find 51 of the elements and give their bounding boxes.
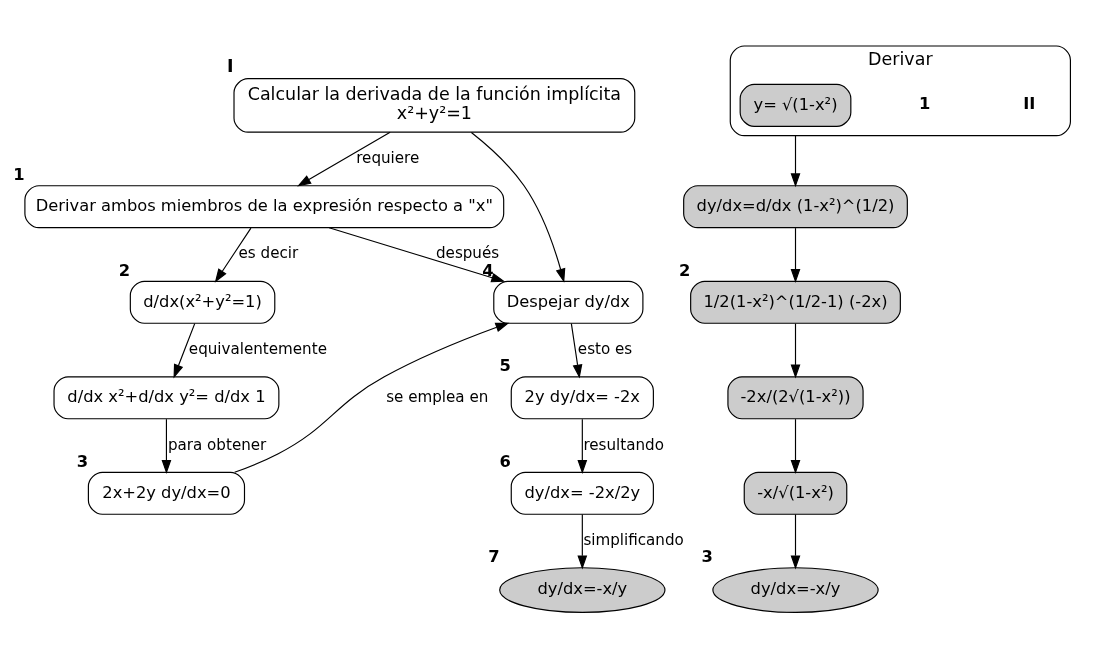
node-box: 2x+2y dy/dx=0 bbox=[87, 471, 246, 515]
node-box: d/dx x²+d/dx y²= d/dx 1 bbox=[53, 375, 280, 419]
node-label: 2 bbox=[118, 260, 131, 280]
edge-label: equivalentemente bbox=[188, 339, 327, 358]
node-box: d/dx(x²+y²=1) bbox=[129, 280, 276, 324]
node-box: Derivar ambos miembros de la expresión respecto a "x" bbox=[24, 184, 505, 228]
node-box: dy/dx=d/dx (1-x²)^(1/2) bbox=[683, 184, 908, 228]
node-label: 6 bbox=[499, 451, 511, 471]
node-box: Calcular la derivada de la función implícita x²+y²=1 bbox=[233, 77, 636, 133]
edge-label: para obtener bbox=[167, 435, 267, 454]
node-label: 5 bbox=[499, 355, 511, 375]
node-label: 4 bbox=[482, 260, 494, 280]
edge-label: simplificando bbox=[583, 530, 684, 549]
node-label: 1 bbox=[13, 164, 25, 184]
arrow bbox=[570, 322, 583, 378]
edge-label: es decir bbox=[238, 243, 299, 262]
edge-label: después bbox=[435, 243, 500, 262]
arrow bbox=[790, 322, 801, 378]
edge-label: resultando bbox=[583, 435, 664, 454]
arrow bbox=[173, 322, 196, 378]
node-label: II bbox=[1023, 93, 1036, 113]
arrow bbox=[470, 131, 566, 283]
node-label: 7 bbox=[488, 546, 500, 566]
arrow bbox=[790, 418, 801, 474]
arrow bbox=[577, 513, 588, 569]
edge-label: se emplea en bbox=[386, 387, 489, 406]
node-label: I bbox=[227, 55, 234, 76]
node-ellipse: dy/dx=-x/y bbox=[499, 566, 666, 613]
arrow bbox=[577, 418, 588, 474]
node-box: 1/2(1-x²)^(1/2-1) (-2x) bbox=[690, 280, 901, 324]
node-box: y= √(1-x²) bbox=[739, 83, 852, 127]
arrow bbox=[790, 227, 801, 283]
arrow bbox=[790, 513, 801, 569]
arrow bbox=[328, 226, 506, 282]
arrow bbox=[161, 418, 172, 474]
node-box: dy/dx= -2x/2y bbox=[510, 471, 654, 515]
node-label: 3 bbox=[76, 451, 89, 471]
node-box: -x/√(1-x²) bbox=[743, 471, 848, 515]
node-label: 3 bbox=[701, 546, 713, 566]
arrow bbox=[234, 322, 510, 473]
arrow bbox=[214, 227, 252, 283]
arrow bbox=[297, 131, 391, 186]
node-ellipse: dy/dx=-x/y bbox=[712, 566, 879, 613]
node-label: 1 bbox=[918, 93, 931, 113]
node-label: 2 bbox=[679, 260, 691, 280]
edge-label: requiere bbox=[356, 148, 420, 167]
node-box: Despejar dy/dx bbox=[493, 280, 644, 324]
edge-label: esto es bbox=[577, 339, 633, 358]
arrow bbox=[790, 134, 801, 187]
node-box: -2x/(2√(1-x²)) bbox=[727, 375, 864, 419]
node-box: 2y dy/dx= -2x bbox=[510, 375, 654, 419]
